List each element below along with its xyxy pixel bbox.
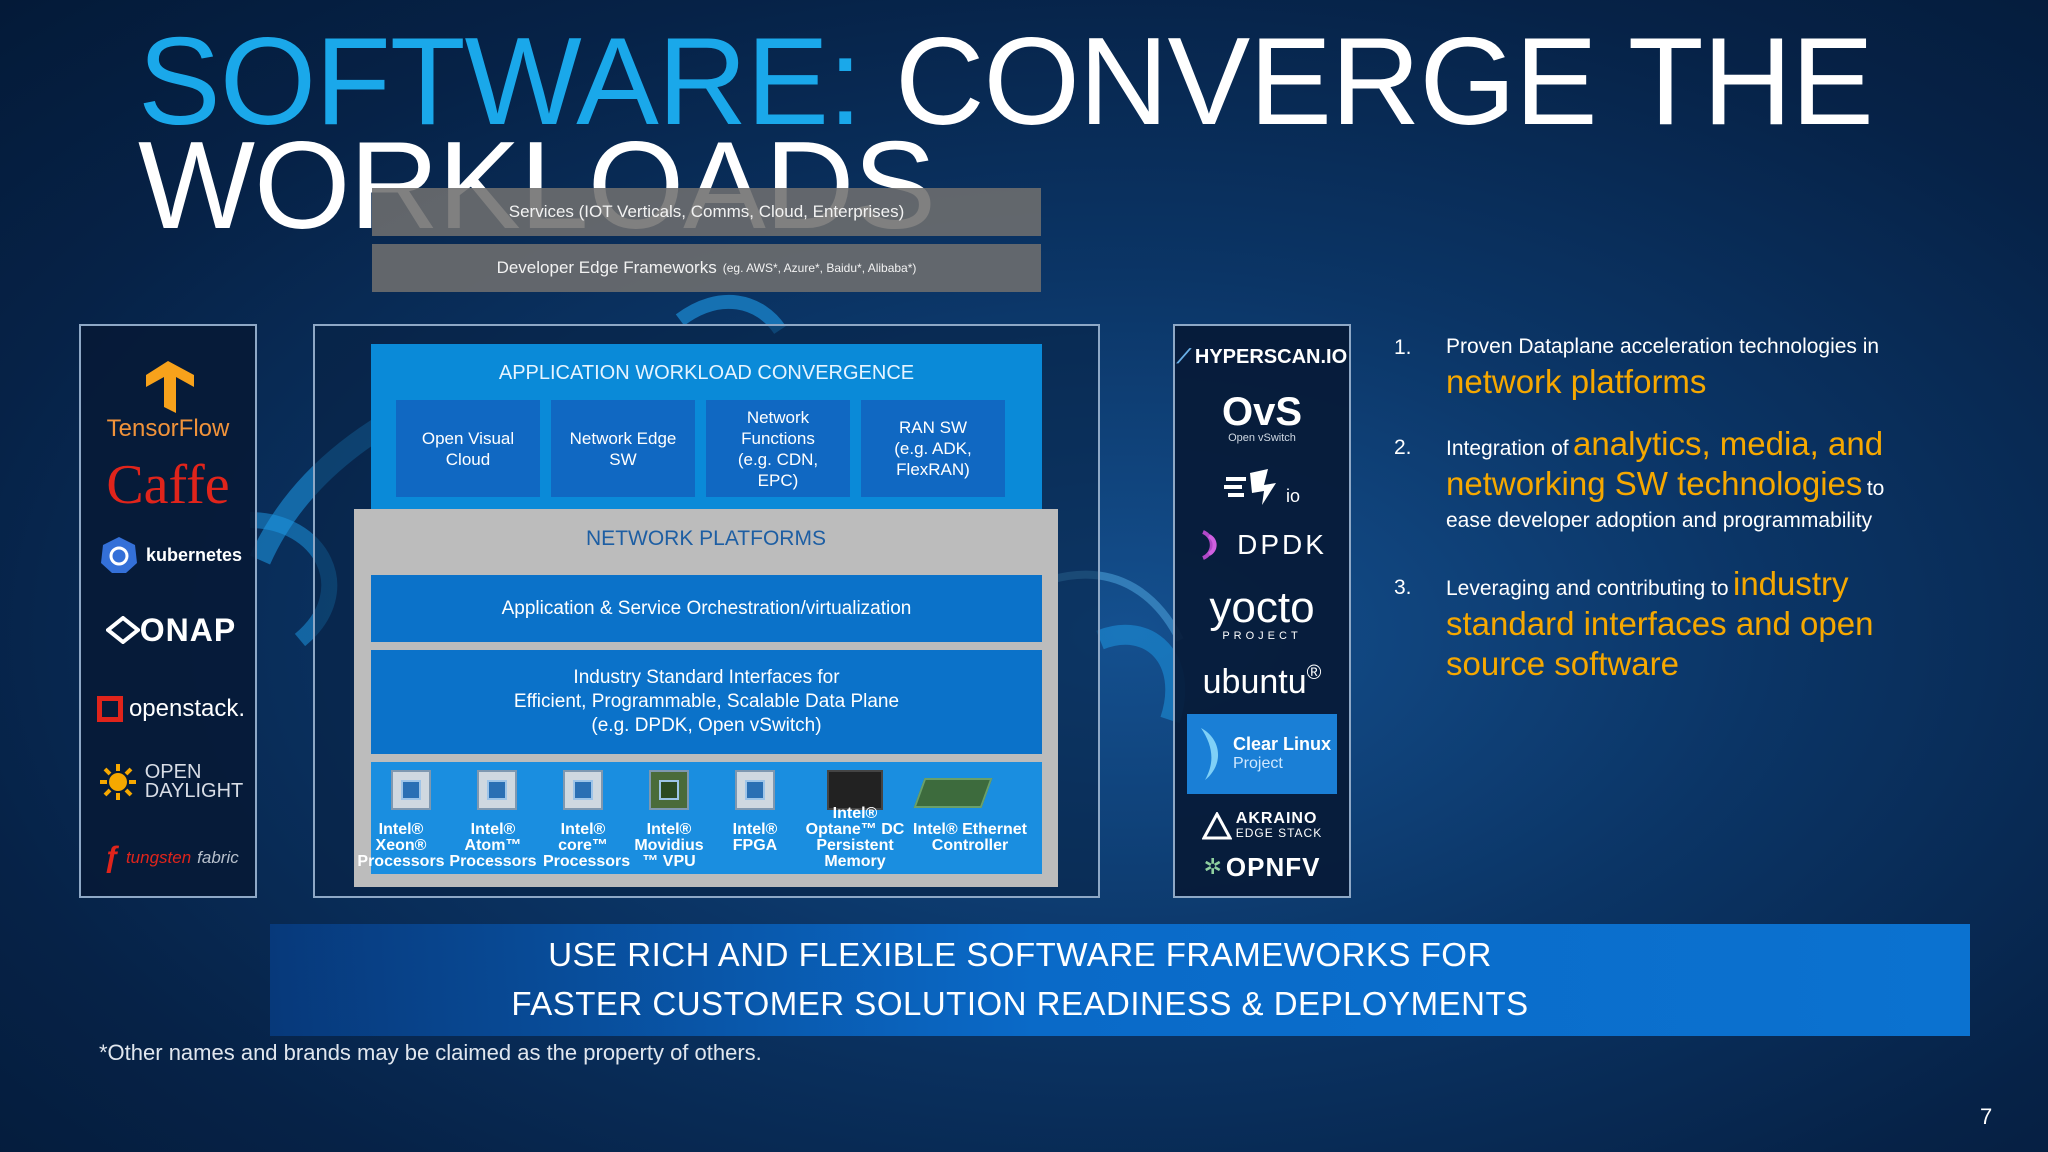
np-title: NETWORK PLATFORMS <box>586 527 826 550</box>
app-workload-convergence: APPLICATION WORKLOAD CONVERGENCE Open Vi… <box>371 344 1042 509</box>
point-2: Integration of analytics, media, and net… <box>1446 425 1885 532</box>
dev-frameworks-bar: Developer Edge Frameworks (eg. AWS*, Azu… <box>372 244 1041 292</box>
onap-icon <box>105 616 140 644</box>
fdio-logo: io <box>1175 462 1349 512</box>
dev-frameworks-label: Developer Edge Frameworks <box>496 258 717 277</box>
point-1-number: 1. <box>1394 336 1412 359</box>
ethernet-controller-icon <box>913 778 993 808</box>
tensorflow-logo: TensorFlow <box>81 346 255 456</box>
ovs-logo: OvS Open vSwitch <box>1221 390 1303 444</box>
tensorflow-icon <box>146 361 194 413</box>
opendaylight-logo: OPEN DAYLIGHT <box>91 754 251 810</box>
openstack-icon <box>96 696 123 722</box>
yocto-logo: yocto PROJECT <box>1209 583 1315 643</box>
clear-linux-icon <box>1200 728 1219 780</box>
sun-icon <box>99 764 136 800</box>
fdio-icon <box>1223 469 1276 505</box>
hyperscan-logo: ⟋ HYPERSCAN.IO <box>1176 345 1348 368</box>
awc-title: APPLICATION WORKLOAD CONVERGENCE <box>498 362 915 384</box>
banner-line-2: FASTER CUSTOMER SOLUTION READINESS & DEP… <box>511 985 1529 1022</box>
standard-interfaces-band: Industry Standard Interfaces for Efficie… <box>371 650 1042 754</box>
tungsten-fabric-logo: ƒ tungsten fabric <box>103 841 239 874</box>
ubuntu-registered-icon: ® <box>1306 662 1322 684</box>
movidius-chip-icon <box>649 770 689 810</box>
kubernetes-logo: kubernetes <box>91 530 251 580</box>
services-bar: Services (IOT Verticals, Comms, Cloud, E… <box>372 188 1041 236</box>
opnfv-logo: ✲ OPNFV <box>1203 851 1321 882</box>
point-2-number: 2. <box>1394 436 1412 459</box>
akraino-logo: AKRAINO EDGE STACK <box>1175 806 1349 846</box>
left-logo-panel: TensorFlow Caffe kubernetes ONAP opensta… <box>79 324 257 898</box>
tungsten-icon: ƒ <box>103 841 120 874</box>
akraino-icon <box>1201 812 1232 840</box>
network-platforms: NETWORK PLATFORMS Application & Service … <box>354 509 1058 887</box>
kubernetes-icon <box>100 537 137 573</box>
fpga-chip-icon <box>735 770 775 810</box>
dpdk-icon <box>1202 530 1217 560</box>
point-3: Leveraging and contributing to industry … <box>1446 565 1874 682</box>
title-accent: SOFTWARE: <box>138 13 862 151</box>
opnfv-icon: ✲ <box>1203 854 1222 879</box>
atom-chip-icon <box>477 770 517 810</box>
optane-memory-icon <box>827 770 883 810</box>
point-3-number: 3. <box>1394 576 1412 599</box>
hyperscan-icon: ⟋ <box>1176 345 1191 368</box>
onap-logo: ONAP <box>91 600 251 660</box>
ubuntu-logo: ubuntu® <box>1202 662 1322 701</box>
dev-frameworks-note: (eg. AWS*, Azure*, Baidu*, Alibaba*) <box>722 261 917 275</box>
xeon-chip-icon <box>391 770 431 810</box>
clear-linux-logo: Clear Linux Project <box>1187 714 1337 794</box>
awc-ran-sw: RAN SW(e.g. ADK,FlexRAN) <box>861 400 1005 497</box>
bottom-banner: USE RICH AND FLEXIBLE SOFTWARE FRAMEWORK… <box>270 924 1970 1036</box>
right-logo-panel: ⟋ HYPERSCAN.IO OvS Open vSwitch io DPDK … <box>1173 324 1351 898</box>
chip-label-fpga: Intel®FPGA <box>732 821 778 854</box>
page-number: 7 <box>1980 1104 1993 1129</box>
services-label: Services (IOT Verticals, Comms, Cloud, E… <box>508 202 905 221</box>
banner-line-1: USE RICH AND FLEXIBLE SOFTWARE FRAMEWORK… <box>548 936 1492 973</box>
chip-label-xeon: Intel® Xeon®Processors <box>357 821 445 870</box>
caffe-logo: Caffe <box>106 454 230 516</box>
point-1: Proven Dataplane acceleration technologi… <box>1446 335 1880 400</box>
orchestration-band: Application & Service Orchestration/virt… <box>371 575 1042 642</box>
footnote: *Other names and brands may be claimed a… <box>99 1040 762 1065</box>
dpdk-logo: DPDK <box>1175 522 1349 568</box>
openstack-logo: openstack. <box>87 686 255 732</box>
core-chip-icon <box>563 770 603 810</box>
